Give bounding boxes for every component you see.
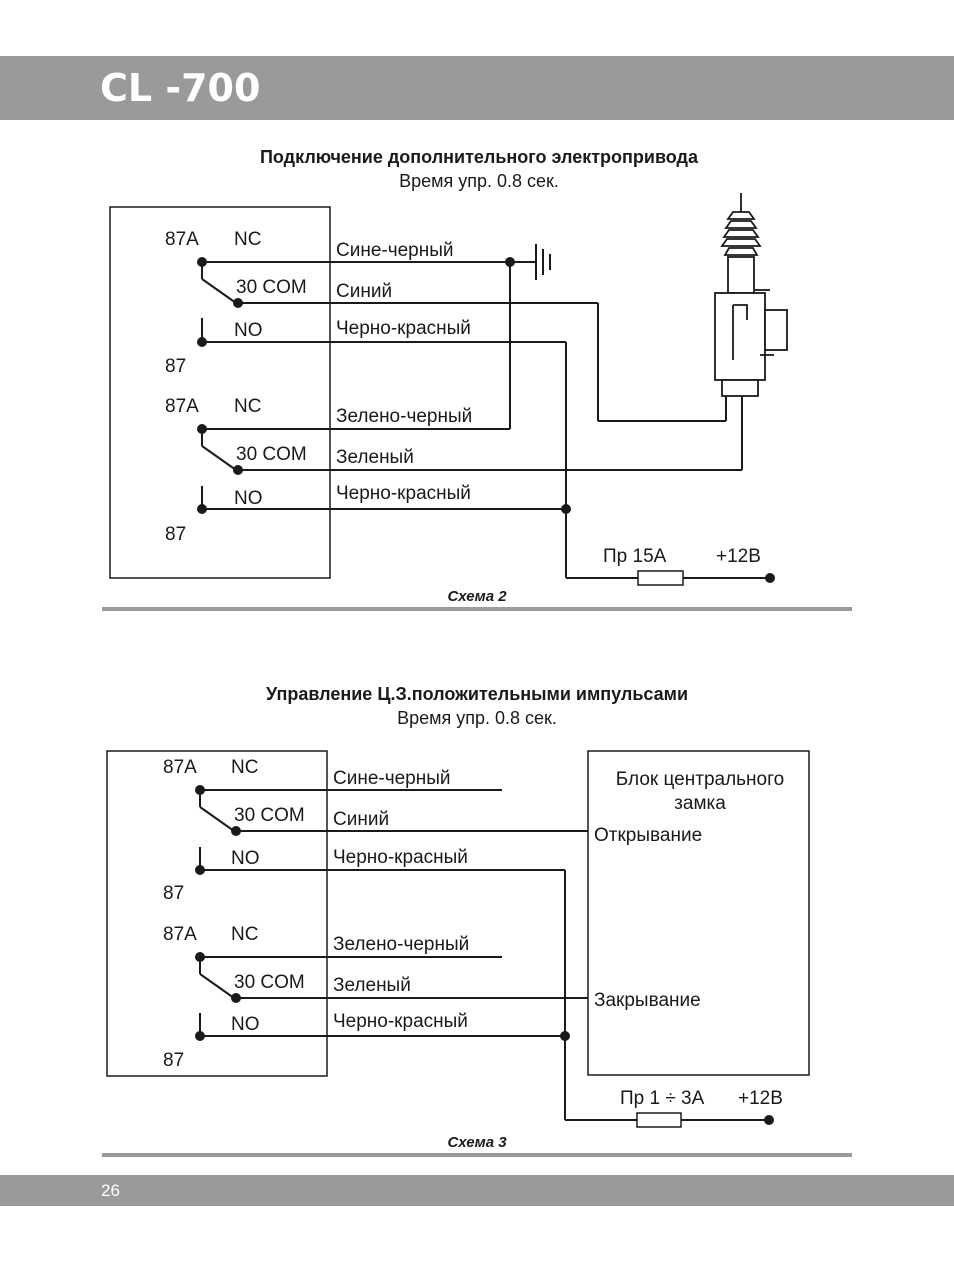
lock-unit-title-line1: Блок центрального [616, 769, 784, 790]
relay2-com-label: 30 COM [236, 444, 307, 465]
wire-label-green: Зеленый [333, 975, 411, 996]
wire-label-black-red-1: Черно-красный [336, 318, 471, 339]
relay1-no-label: NO [231, 848, 260, 869]
junction-dot [195, 865, 205, 875]
scheme2-diagram [109, 193, 788, 586]
relay1-com-label: 30 COM [236, 277, 307, 298]
wire-label-green: Зеленый [336, 447, 414, 468]
relay1-switch-contact [199, 806, 235, 832]
relay1-87-label: 87 [163, 883, 184, 904]
page-number: 26 [101, 1181, 120, 1200]
junction-dot [233, 465, 243, 475]
door-lock-actuator [714, 193, 788, 397]
wire-label-blue-black: Сине-черный [336, 240, 454, 261]
relay2-no-label: NO [234, 488, 263, 509]
wire-label-blue: Синий [333, 809, 389, 830]
relay1-nc-label: NC [234, 229, 261, 250]
model-title: CL -700 [100, 66, 261, 110]
relay1-87a-label: 87A [163, 757, 197, 778]
junction-dot [233, 298, 243, 308]
wire-label-black-red-2: Черно-красный [333, 1011, 468, 1032]
relay2-87a-label: 87A [165, 396, 199, 417]
wire-label-green-black: Зелено-черный [336, 406, 472, 427]
relay2-nc-label: NC [231, 924, 258, 945]
scheme3-relay-box [106, 750, 328, 1077]
header-bar [0, 56, 954, 120]
scheme2-relay-box [109, 206, 331, 579]
scheme3-title: Управление Ц.З.положительными импульсами [266, 684, 688, 704]
open-terminal-label: Открывание [594, 825, 702, 846]
relay1-nc-label: NC [231, 757, 258, 778]
close-terminal-label: Закрывание [594, 990, 701, 1011]
junction-dot [505, 257, 515, 267]
junction-dot [560, 1031, 570, 1041]
junction-dot [195, 1031, 205, 1041]
fuse-label: Пр 15А [603, 546, 667, 567]
relay2-com-label: 30 COM [234, 972, 305, 993]
relay2-no-label: NO [231, 1014, 260, 1035]
relay2-87-label: 87 [165, 524, 186, 545]
junction-dot [561, 504, 571, 514]
junction-dot [195, 952, 205, 962]
relay2-87a-label: 87A [163, 924, 197, 945]
scheme2-subtitle: Время упр. 0.8 сек. [399, 171, 559, 191]
power-label: +12В [716, 546, 761, 567]
ground-symbol [535, 244, 551, 280]
relay1-no-label: NO [234, 320, 263, 341]
scheme2-title: Подключение дополнительного электроприво… [260, 147, 699, 167]
junction-dot [197, 337, 207, 347]
relay2-switch-contact [199, 973, 235, 999]
wire-label-green-black: Зелено-черный [333, 934, 469, 955]
relay2-87-label: 87 [163, 1050, 184, 1071]
junction-dot [197, 504, 207, 514]
wire-label-black-red-2: Черно-красный [336, 483, 471, 504]
power-label: +12В [738, 1088, 783, 1109]
relay1-com-label: 30 COM [234, 805, 305, 826]
fuse-symbol [637, 570, 684, 586]
fuse-symbol [636, 1112, 682, 1128]
relay1-87a-label: 87A [165, 229, 199, 250]
relay1-87-label: 87 [165, 356, 186, 377]
lock-unit-title-line2: замка [674, 793, 726, 814]
wire-label-blue: Синий [336, 281, 392, 302]
wire-label-blue-black: Сине-черный [333, 768, 451, 789]
scheme2-caption: Схема 2 [447, 588, 507, 605]
junction-dot [231, 993, 241, 1003]
central-lock-unit [587, 750, 810, 1076]
relay2-nc-label: NC [234, 396, 261, 417]
junction-dot [197, 257, 207, 267]
power-terminal-dot [765, 573, 775, 583]
junction-dot [231, 826, 241, 836]
relay1-switch-contact [201, 278, 237, 304]
fuse-label: Пр 1 ÷ 3А [620, 1088, 705, 1109]
wire-label-black-red-1: Черно-красный [333, 847, 468, 868]
scheme3-caption: Схема 3 [447, 1134, 507, 1151]
scheme3-diagram [106, 750, 810, 1128]
junction-dot [195, 785, 205, 795]
footer-bar [0, 1175, 954, 1206]
power-terminal-dot [764, 1115, 774, 1125]
relay2-switch-contact [201, 445, 237, 471]
scheme3-subtitle: Время упр. 0.8 сек. [397, 708, 557, 728]
junction-dot [197, 424, 207, 434]
